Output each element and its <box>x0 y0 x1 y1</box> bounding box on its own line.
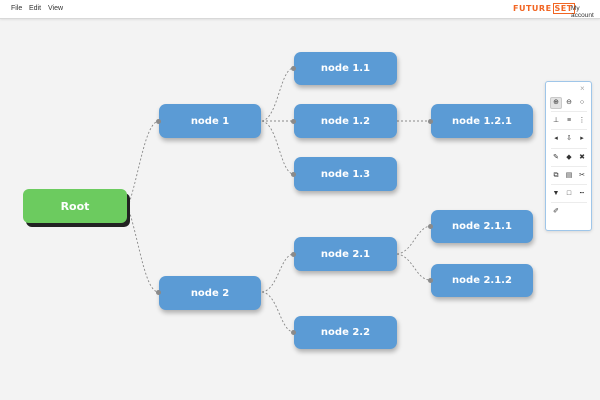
filter-icon[interactable]: ▼ <box>552 190 560 197</box>
node-2-2[interactable]: node 2.2 <box>294 316 397 349</box>
node-1-3[interactable]: node 1.3 <box>294 157 397 191</box>
brush-icon[interactable]: ◆ <box>566 154 572 161</box>
connector-handle[interactable] <box>428 278 433 283</box>
connector-handle[interactable] <box>291 252 296 257</box>
connector-handle[interactable] <box>291 119 296 124</box>
connector-handle[interactable] <box>156 290 161 295</box>
zoom-reset-icon[interactable]: ○ <box>579 99 585 106</box>
color-swatch-icon[interactable]: □ <box>566 190 572 197</box>
toolbar-divider <box>551 111 587 112</box>
node-2-1-2[interactable]: node 2.1.2 <box>431 264 533 297</box>
node-root[interactable]: Root <box>23 189 127 223</box>
delete-icon[interactable]: ✖ <box>579 154 585 161</box>
node-1-1[interactable]: node 1.1 <box>294 52 397 85</box>
edge-node2-1-node2-1-2 <box>396 253 431 281</box>
cut-icon[interactable]: ✂ <box>579 172 585 179</box>
node-2[interactable]: node 2 <box>159 276 261 310</box>
edge-node1-node1-3 <box>261 120 294 175</box>
close-icon[interactable]: × <box>580 84 585 93</box>
edge-node1-node1-1 <box>261 67 294 122</box>
toolbar-divider <box>551 148 587 149</box>
my-account-link[interactable]: My account <box>571 5 594 19</box>
vertical-dots-icon[interactable]: ⋮ <box>578 117 586 124</box>
toolbar-divider <box>551 202 587 203</box>
download-icon[interactable]: ⇩ <box>566 135 572 142</box>
tool-palette: × ⊕ ⊖ ○ ⊥ ≡ ⋮ ◂ ⇩ ▸ ✎ ◆ ✖ ⧉ ▤ ✂ ▼ □ ┅ ✐ <box>545 81 592 231</box>
node-2-1-1[interactable]: node 2.1.1 <box>431 210 533 243</box>
node-1[interactable]: node 1 <box>159 104 261 138</box>
brand-logo-text: FUTURE <box>513 4 552 13</box>
line-style-icon[interactable]: ┅ <box>579 190 585 197</box>
expand-right-icon[interactable]: ▸ <box>580 135 584 142</box>
connector-handle[interactable] <box>428 119 433 124</box>
align-list-icon[interactable]: ≡ <box>566 117 572 124</box>
connector-handle[interactable] <box>291 172 296 177</box>
align-bottom-icon[interactable]: ⊥ <box>552 117 560 124</box>
brand-logo-box: SET <box>552 3 575 14</box>
node-2-1[interactable]: node 2.1 <box>294 237 397 271</box>
edge-node2-node2-1 <box>261 253 294 293</box>
pencil-icon[interactable]: ✎ <box>553 154 559 161</box>
connector-handle[interactable] <box>291 330 296 335</box>
paste-icon[interactable]: ▤ <box>565 172 573 179</box>
edge-root-node1 <box>127 120 159 208</box>
toolbar-divider <box>551 129 587 130</box>
copy-icon[interactable]: ⧉ <box>553 172 559 179</box>
menu-edit[interactable]: Edit <box>29 5 42 12</box>
attach-icon[interactable]: ✐ <box>553 208 559 215</box>
connector-handle[interactable] <box>156 119 161 124</box>
toolbar-divider <box>551 166 587 167</box>
menu-view[interactable]: View <box>48 5 64 12</box>
connector-handle[interactable] <box>428 224 433 229</box>
node-1-2-1[interactable]: node 1.2.1 <box>431 104 533 138</box>
edge-node2-1-node2-1-1 <box>396 225 431 255</box>
toolbar-divider <box>551 184 587 185</box>
zoom-out-icon[interactable]: ⊖ <box>566 99 572 106</box>
edge-root-node2 <box>127 206 159 293</box>
zoom-in-icon[interactable]: ⊕ <box>550 97 562 109</box>
collapse-left-icon[interactable]: ◂ <box>554 135 558 142</box>
node-1-2[interactable]: node 1.2 <box>294 104 397 138</box>
connector-handle[interactable] <box>291 66 296 71</box>
edge-node2-node2-2 <box>261 291 294 333</box>
menu-file[interactable]: File <box>11 5 23 12</box>
